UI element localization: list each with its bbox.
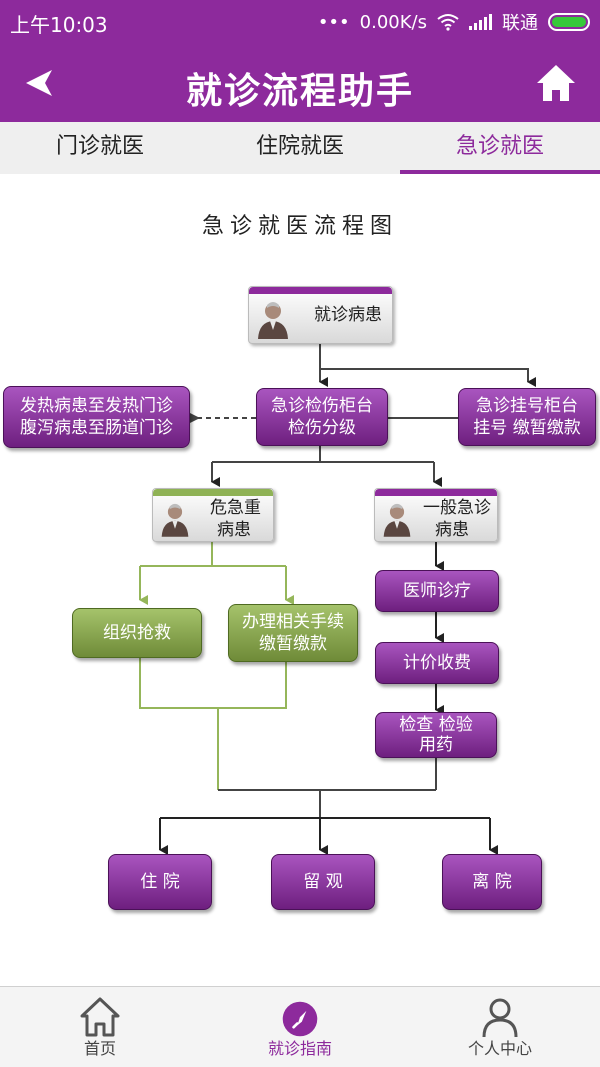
flowchart-title: 急诊就医流程图 <box>201 214 398 239</box>
node-admit-label: 住 院 <box>140 871 180 892</box>
node-procedures-line1: 办理相关手续 <box>242 611 344 632</box>
node-observe-label: 留 观 <box>303 871 343 892</box>
flow-connectors <box>139 344 536 855</box>
battery-icon <box>548 13 590 31</box>
status-time: 上午10:03 <box>10 13 108 37</box>
node-general-patient: 一般急诊 病患 <box>374 488 498 542</box>
patient-avatar-icon <box>161 503 189 537</box>
tab-bar: 门诊就医 住院就医 急诊就医 <box>0 122 600 174</box>
node-fever-line1: 发热病患至发热门诊 <box>20 395 173 416</box>
node-leave: 离 院 <box>442 854 542 910</box>
flowchart: 急诊就医流程图 <box>0 174 600 986</box>
app-bar: 就诊流程助手 <box>0 44 600 122</box>
home-icon[interactable] <box>534 62 578 104</box>
compass-icon <box>282 1001 318 1037</box>
node-billing-label: 计价收费 <box>403 652 471 673</box>
patient-avatar-icon <box>258 302 288 339</box>
node-critical-line1: 危急重 <box>210 497 261 518</box>
node-billing: 计价收费 <box>375 642 499 684</box>
node-triage-line1: 急诊检伤柜台 <box>271 395 373 416</box>
node-admit: 住 院 <box>108 854 212 910</box>
wifi-icon <box>437 14 459 31</box>
node-procedures: 办理相关手续 缴暂缴款 <box>228 604 358 662</box>
page-title: 就诊流程助手 <box>185 71 414 112</box>
nav-profile-label: 个人中心 <box>467 1039 532 1058</box>
node-rescue: 组织抢救 <box>72 608 202 658</box>
status-bar: 上午10:03 ••• 0.00K/s 联通 <box>0 0 600 44</box>
node-triage-line2: 检伤分级 <box>288 418 356 438</box>
node-general-line1: 一般急诊 <box>423 497 491 518</box>
node-exam-line2: 用药 <box>419 735 453 755</box>
node-registration-line2: 挂号 缴暂缴款 <box>473 418 581 438</box>
status-dots: ••• <box>317 11 350 33</box>
status-indicators: ••• 0.00K/s 联通 <box>318 9 590 35</box>
node-leave-label: 离 院 <box>472 871 512 892</box>
node-registration-line1: 急诊挂号柜台 <box>476 395 578 416</box>
node-doctor-label: 医师诊疗 <box>403 580 471 601</box>
patient-avatar-icon <box>383 503 411 537</box>
nav-guide-label: 就诊指南 <box>267 1039 332 1058</box>
nav-home-label: 首页 <box>83 1039 116 1058</box>
nav-home[interactable]: 首页 <box>0 987 200 1067</box>
tab-inpatient[interactable]: 住院就医 <box>255 134 344 159</box>
node-general-line2: 病患 <box>435 519 469 540</box>
carrier-name: 联通 <box>502 13 538 34</box>
nav-guide[interactable]: 就诊指南 <box>200 987 400 1067</box>
network-speed: 0.00K/s <box>359 11 427 33</box>
signal-icon <box>469 14 492 30</box>
bottom-nav: 首页 就诊指南 个人中心 <box>0 986 600 1067</box>
node-start-label: 就诊病患 <box>314 304 382 325</box>
node-fever-diarrhea: 发热病患至发热门诊 腹泻病患至肠道门诊 <box>3 386 190 448</box>
person-icon <box>482 998 518 1038</box>
node-doctor: 医师诊疗 <box>375 570 499 612</box>
node-fever-line2: 腹泻病患至肠道门诊 <box>20 418 173 438</box>
home-outline-icon <box>80 997 120 1037</box>
node-exam: 检查 检验 用药 <box>375 712 497 758</box>
back-icon[interactable] <box>18 60 68 106</box>
node-critical-line2: 病患 <box>217 519 251 540</box>
tab-emergency[interactable]: 急诊就医 <box>400 122 600 174</box>
node-rescue-label: 组织抢救 <box>103 622 171 643</box>
node-exam-line1: 检查 检验 <box>399 714 473 735</box>
node-registration: 急诊挂号柜台 挂号 缴暂缴款 <box>458 388 596 446</box>
node-start-patient: 就诊病患 <box>248 286 393 344</box>
node-procedures-line2: 缴暂缴款 <box>259 634 327 654</box>
node-critical-patient: 危急重 病患 <box>152 488 274 542</box>
nav-profile[interactable]: 个人中心 <box>400 987 600 1067</box>
node-observe: 留 观 <box>271 854 375 910</box>
tab-outpatient[interactable]: 门诊就医 <box>55 134 144 159</box>
node-triage: 急诊检伤柜台 检伤分级 <box>256 388 388 446</box>
